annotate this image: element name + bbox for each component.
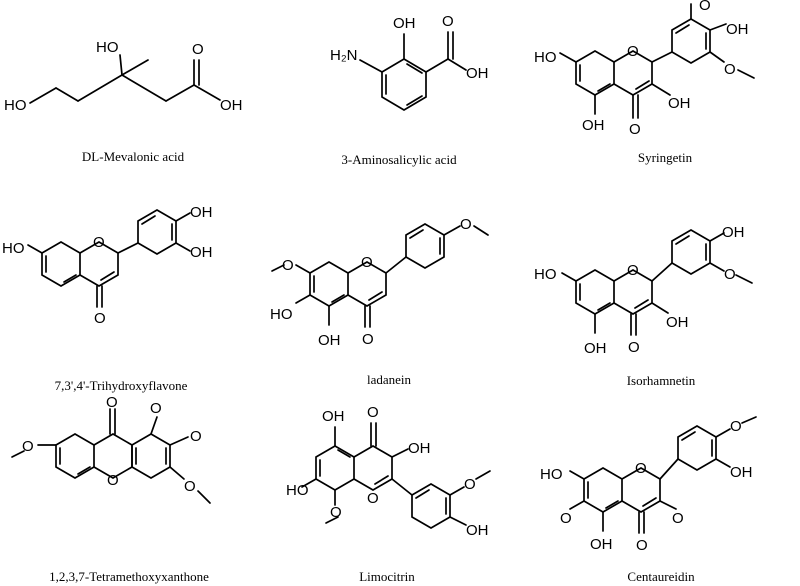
atom-label: HO [540, 466, 563, 483]
structure-syringetin: HO O O OH O OH OH O [534, 0, 755, 138]
compound-7-3-4-trihydroxyflavone: OH HO O OH O 7,3',4'-Trihydroxyflavone [0, 195, 266, 393]
compound-name: Syringetin [637, 150, 693, 165]
compound-centaureidin: O HO O OH O O OH O Centaureidin [532, 391, 798, 586]
atom-label: O [560, 510, 572, 527]
atom-label: OH [190, 244, 213, 261]
atom-label: HO [534, 266, 557, 283]
atom-label: O [94, 310, 106, 327]
atom-label: HO [96, 39, 119, 56]
atom-label: OH [730, 464, 753, 481]
atom-label: HO [286, 482, 309, 499]
atom-label: HO [534, 49, 557, 66]
compound-limocitrin: OH O OH HO O O O OH Limocitrin [266, 391, 532, 586]
atom-label: O [629, 121, 641, 138]
atom-label: OH [466, 65, 489, 82]
compound-name: DL-Mevalonic acid [81, 149, 185, 164]
atom-label: OH [722, 224, 745, 241]
atom-label: O [724, 61, 736, 78]
atom-label: H₂N [330, 47, 358, 64]
atom-label: O [330, 504, 342, 521]
compound-name: 1,2,3,7-Tetramethoxyxanthone [49, 569, 209, 584]
atom-label: O [93, 234, 105, 251]
atom-label: O [460, 216, 472, 233]
structure-limocitrin: OH O OH HO O O O OH [286, 404, 491, 539]
atom-label: O [672, 510, 684, 527]
atom-label: O [106, 394, 118, 411]
atom-label: O [192, 41, 204, 58]
compound-1-2-3-7-tetramethoxyxanthone: O O O O O O 1,2,3,7-Tetramethoxyxanthone [0, 391, 266, 586]
compound-isorhamnetin: OH HO O O OH OH O Isorhamnetin [532, 195, 798, 390]
atom-label: O [628, 339, 640, 356]
atom-label: OH [668, 95, 691, 112]
structure-7-3-4-trihydroxyflavone: OH HO O OH O [2, 204, 213, 327]
atom-label: OH [584, 340, 607, 357]
structure-3-aminosalicylic-acid: H₂N OH O OH [330, 13, 489, 111]
atom-label: OH [220, 97, 243, 114]
atom-label: OH [582, 117, 605, 134]
atom-label: O [627, 43, 639, 60]
atom-label: OH [408, 440, 431, 457]
atom-label: OH [190, 204, 213, 221]
atom-label: O [282, 257, 294, 274]
compound-name: 3-Aminosalicylic acid [341, 152, 457, 167]
structure-1-2-3-7-tetramethoxyxanthone: O O O O O O [11, 394, 211, 504]
atom-label: O [635, 460, 647, 477]
compound-3-aminosalicylic-acid: H₂N OH O OH 3-Aminosalicylic acid [266, 0, 532, 195]
atom-label: HO [270, 306, 293, 323]
atom-label: O [361, 254, 373, 271]
compound-syringetin: HO O O OH O OH OH O Syringetin [532, 0, 798, 195]
atom-label: O [107, 472, 119, 489]
compound-name: Centaureidin [627, 569, 695, 584]
atom-label: OH [393, 15, 416, 32]
atom-label: HO [2, 240, 25, 257]
atom-label: O [730, 418, 742, 435]
structure-ladanein: O O O HO OH O [270, 216, 489, 349]
compound-name: Limocitrin [359, 569, 415, 584]
atom-label: HO [4, 97, 27, 114]
atom-label: O [724, 266, 736, 283]
atom-label: O [150, 400, 162, 417]
structure-isorhamnetin: OH HO O O OH OH O [534, 224, 753, 357]
compound-ladanein: O O O HO OH O ladanein [266, 195, 532, 390]
compound-name: Isorhamnetin [626, 373, 696, 388]
atom-label: OH [666, 314, 689, 331]
compound-name: ladanein [366, 372, 412, 387]
atom-label: O [699, 0, 711, 14]
atom-label: O [190, 428, 202, 445]
atom-label: OH [590, 536, 613, 553]
atom-label: O [636, 537, 648, 554]
atom-label: OH [322, 408, 345, 425]
atom-label: O [627, 262, 639, 279]
atom-label: O [464, 476, 476, 493]
atom-label: O [362, 331, 374, 348]
structure-dl-mevalonic-acid: HO O OH HO [4, 39, 243, 114]
atom-label: OH [726, 21, 749, 38]
atom-label: O [442, 13, 454, 30]
compound-dl-mevalonic-acid: HO O OH HO DL-Mevalonic acid [0, 0, 266, 195]
compound-name: 7,3',4'-Trihydroxyflavone [54, 378, 188, 393]
atom-label: OH [318, 332, 341, 349]
atom-label: OH [466, 522, 489, 539]
atom-label: O [367, 404, 379, 421]
structure-centaureidin: O HO O OH O O OH O [540, 416, 757, 554]
atom-label: O [367, 490, 379, 507]
atom-label: O [22, 438, 34, 455]
atom-label: O [184, 478, 196, 495]
